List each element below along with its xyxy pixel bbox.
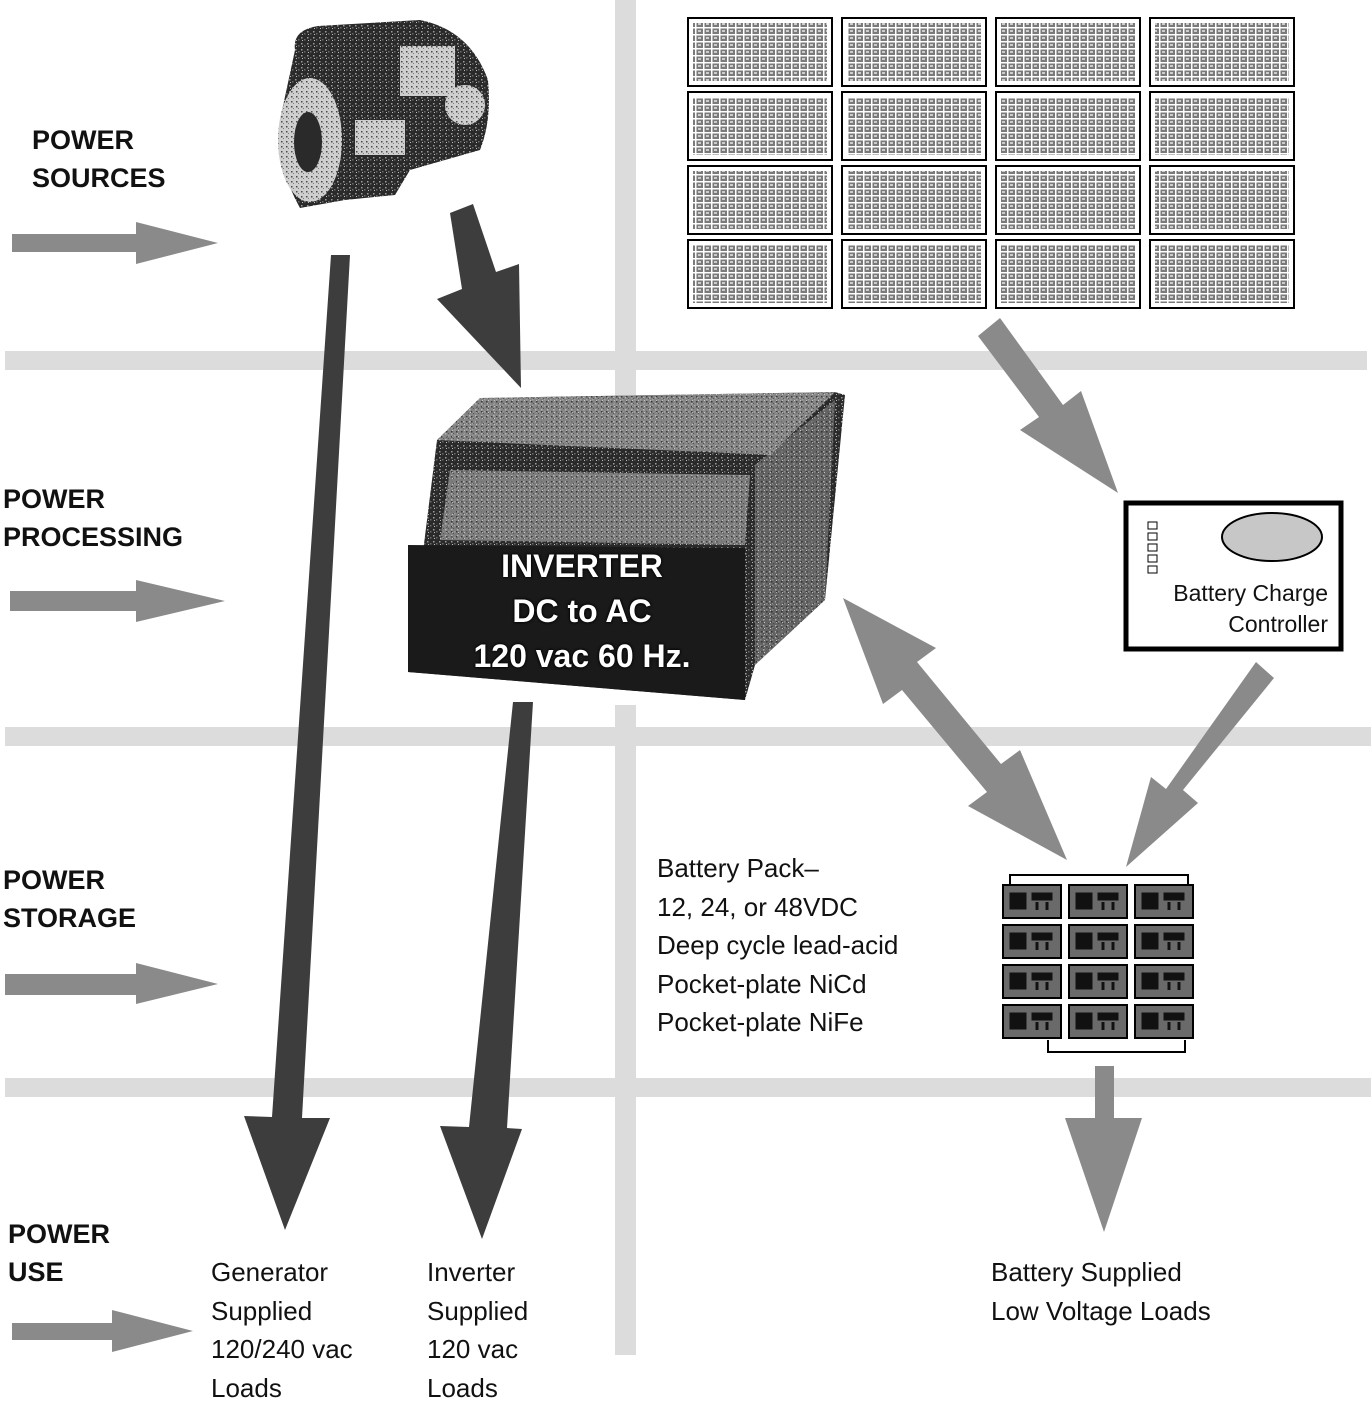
battery-pack-line: Pocket-plate NiCd — [657, 968, 867, 999]
battery-terminals — [1009, 972, 1053, 990]
inverter-label: INVERTER DC to AC 120 vac 60 Hz. — [432, 544, 732, 679]
solar-panel-cells — [1155, 245, 1289, 303]
solar-panel-cells — [1001, 97, 1135, 155]
inverter-loads-line: 120 vac — [427, 1334, 519, 1364]
battery-pack-line: Pocket-plate NiFe — [657, 1007, 864, 1037]
battery-terminals — [1141, 1012, 1185, 1030]
solar-panel-cells — [847, 245, 981, 303]
inverter-label-line: DC to AC — [512, 593, 652, 629]
arrow-inverter-battery-bidirectional — [843, 598, 1067, 860]
battery-loads-label: Battery Supplied Low Voltage Loads — [991, 1253, 1211, 1330]
row-label-power-sources: POWER SOURCES — [32, 121, 166, 197]
generator-loads-label: Generator Supplied 120/240 vac Loads — [211, 1253, 353, 1407]
battery-terminals — [1141, 972, 1185, 990]
row-label-power-use: POWER USE — [8, 1215, 110, 1291]
charge-controller-icon — [1123, 500, 1344, 652]
inverter-label-line: 120 vac 60 Hz. — [473, 638, 691, 674]
grid-vertical-line — [615, 0, 636, 410]
battery-terminals — [1009, 932, 1053, 950]
battery-bank-icon — [1002, 874, 1194, 1053]
row-arrow-use — [12, 1310, 193, 1352]
inverter-icon — [408, 392, 845, 700]
arrow-inverter-to-loads — [440, 702, 533, 1239]
solar-panel-cells — [847, 97, 981, 155]
row-label-line: PROCESSING — [3, 522, 184, 552]
row-label-line: SOURCES — [32, 163, 166, 193]
light-flow-arrows — [843, 318, 1274, 1232]
battery-terminals — [1075, 1012, 1119, 1030]
solar-panel-cells — [693, 23, 827, 81]
solar-panel-cells — [1001, 23, 1135, 81]
inverter-loads-line: Loads — [427, 1372, 498, 1403]
generator-loads-line: Supplied — [211, 1295, 313, 1326]
row-label-power-processing: POWER PROCESSING — [3, 480, 183, 556]
battery-terminals — [1141, 932, 1185, 950]
solar-panel-cells — [1001, 245, 1135, 303]
arrow-generator-to-inverter — [437, 204, 521, 388]
row-label-line: STORAGE — [3, 903, 137, 933]
inverter-loads-line: Inverter — [427, 1257, 516, 1287]
battery-loads-line: Low Voltage Loads — [991, 1295, 1211, 1326]
battery-terminals — [1075, 892, 1119, 910]
battery-module — [1134, 964, 1194, 999]
arrow-solar-to-controller — [978, 318, 1118, 493]
generator-loads-line: Loads — [211, 1372, 282, 1403]
battery-pack-line: Battery Pack– — [657, 853, 819, 883]
solar-panel-cells — [1155, 171, 1289, 229]
battery-pack-line: Deep cycle lead-acid — [657, 930, 899, 960]
inverter-label-line: INVERTER — [501, 548, 663, 584]
solar-panel-cells — [693, 245, 827, 303]
battery-terminals — [1075, 972, 1119, 990]
battery-terminals — [1009, 892, 1053, 910]
solar-panel-cells — [1155, 97, 1289, 155]
generator-loads-line: Generator — [211, 1257, 329, 1287]
battery-loads-line: Battery Supplied — [991, 1257, 1182, 1287]
row-arrow-storage — [5, 963, 218, 1004]
battery-terminals — [1141, 892, 1185, 910]
solar-panel-cells — [1001, 171, 1135, 229]
grid-row-divider-3 — [5, 1078, 1371, 1097]
arrow-battery-to-loads — [1065, 1066, 1142, 1232]
solar-panel-cells — [1155, 23, 1289, 81]
battery-pack-description: Battery Pack– 12, 24, or 48VDC Deep cycl… — [657, 849, 898, 1042]
solar-panel-cells — [693, 171, 827, 229]
battery-terminals — [1009, 1012, 1053, 1030]
controller-label-line: Controller — [1228, 611, 1328, 637]
arrow-controller-to-battery — [1126, 662, 1274, 867]
generator-icon — [278, 20, 489, 208]
battery-terminals — [1075, 932, 1119, 950]
inverter-loads-line: Supplied — [427, 1295, 529, 1326]
controller-label-line: Battery Charge — [1173, 580, 1328, 606]
solar-panel-cells — [847, 171, 981, 229]
row-arrow-processing — [10, 580, 225, 622]
row-arrows — [5, 222, 225, 1352]
solar-panel-cells — [693, 97, 827, 155]
grid-vertical-line-lower — [615, 705, 636, 1355]
row-arrow-sources — [12, 222, 218, 264]
row-label-line: USE — [8, 1257, 64, 1287]
solar-array-icon — [687, 17, 1295, 309]
arrow-generator-to-loads — [244, 255, 350, 1230]
battery-pack-line: 12, 24, or 48VDC — [657, 891, 858, 922]
solar-panel-cells — [847, 23, 981, 81]
charge-controller-label: Battery Charge Controller — [1140, 578, 1328, 640]
row-label-line: POWER — [3, 484, 106, 514]
row-label-line: POWER — [32, 125, 135, 155]
grid-row-divider-1 — [5, 351, 1367, 370]
row-label-line: POWER — [3, 865, 106, 895]
row-label-power-storage: POWER STORAGE — [3, 861, 136, 937]
generator-loads-line: 120/240 vac — [211, 1334, 353, 1364]
grid-row-divider-2 — [5, 727, 1371, 746]
row-label-line: POWER — [8, 1219, 111, 1249]
inverter-loads-label: Inverter Supplied 120 vac Loads — [427, 1253, 528, 1407]
dark-flow-arrows — [244, 204, 533, 1239]
